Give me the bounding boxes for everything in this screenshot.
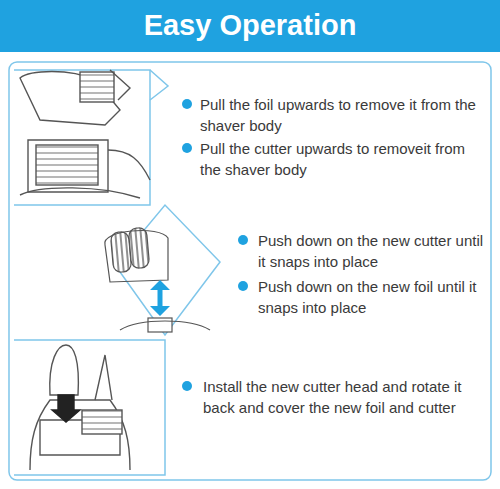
remove-illustration [14, 70, 168, 205]
step-text: Push down on the new foil until it snaps… [258, 276, 486, 318]
step-text: Pull the cutter upwards to removeit from… [200, 138, 485, 180]
header-band [0, 0, 500, 52]
step-text: Push down on the new cutter until it sna… [258, 230, 486, 272]
install-illustration [105, 205, 220, 335]
step-text: Pull the foil upwards to remove it from … [200, 94, 485, 136]
page-title: Easy Operation [0, 0, 500, 52]
step-text: Install the new cutter head and rotate i… [203, 376, 473, 418]
panel-outline [9, 62, 491, 480]
cover-illustration [14, 340, 165, 475]
